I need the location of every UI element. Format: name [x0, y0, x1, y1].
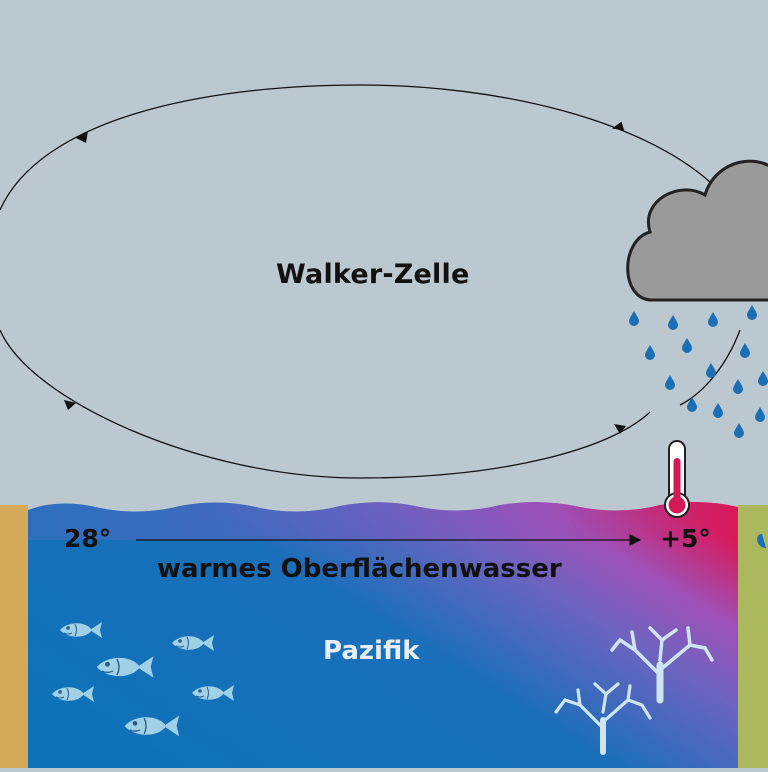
land-east — [738, 505, 768, 768]
raindrop-icon — [713, 403, 723, 418]
raindrop-icon — [629, 311, 639, 326]
raindrop-icon — [706, 363, 716, 378]
raindrop-icon — [734, 423, 744, 438]
arrowhead-lower-right — [614, 424, 626, 434]
ocean-label: Pazifik — [323, 636, 420, 666]
land-west — [0, 505, 28, 768]
pacific-ocean — [28, 501, 738, 768]
arrowhead-upper-right — [612, 121, 625, 131]
cloud-icon — [626, 159, 768, 302]
raindrop-icon — [682, 338, 692, 353]
raindrop-icon — [758, 371, 768, 386]
rain — [629, 305, 768, 438]
walker-loop-lower — [0, 329, 651, 479]
thermometer-icon — [664, 440, 690, 518]
walker-cell-label: Walker-Zelle — [276, 259, 470, 290]
arrowhead-upper-left — [76, 131, 88, 143]
raindrop-icon — [708, 312, 718, 327]
raindrop-icon — [668, 315, 678, 330]
raindrop-icon — [665, 375, 675, 390]
temperature-west-label: 28° — [64, 524, 112, 553]
raindrop-icon — [687, 397, 697, 412]
temperature-east-label: +5° — [660, 524, 711, 553]
shore-drop-icon — [757, 534, 766, 548]
raindrop-icon — [755, 407, 765, 422]
raindrop-icon — [645, 345, 655, 360]
raindrop-icon — [733, 379, 743, 394]
surface-water-label: warmes Oberflächenwasser — [157, 554, 562, 584]
coral-icon — [610, 626, 714, 704]
warm-surface-layer — [28, 501, 738, 540]
coral-icon — [554, 682, 652, 755]
walker-loop-upper — [0, 84, 711, 211]
raindrop-icon — [747, 305, 757, 320]
raindrop-icon — [740, 343, 750, 358]
walker-loop-east — [679, 329, 741, 406]
arrowhead-lower-left — [64, 400, 76, 410]
